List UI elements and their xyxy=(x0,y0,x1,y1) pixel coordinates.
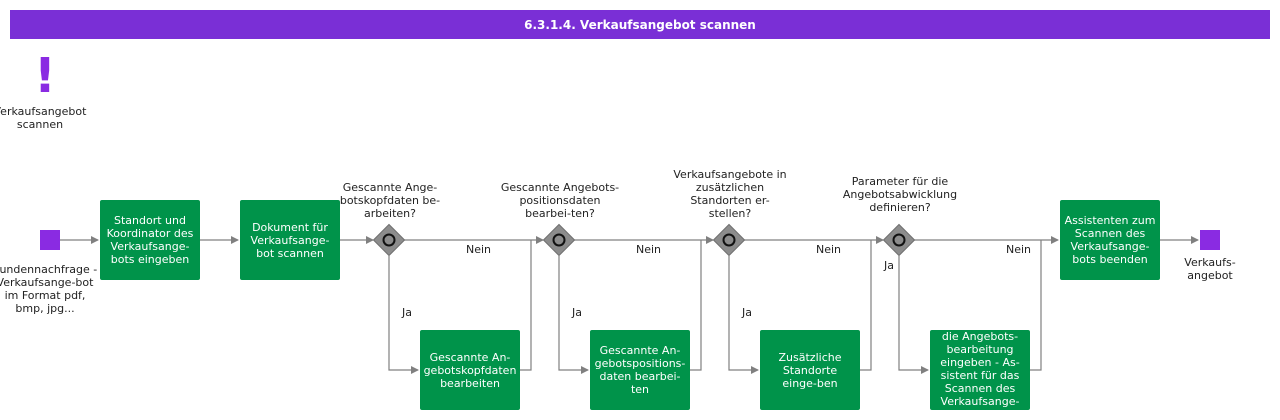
gateway-1-no-label: Nein xyxy=(466,243,492,256)
gateway-3-yes-label: Ja xyxy=(742,306,752,319)
start-event-label: Verkaufsangebot scannen xyxy=(0,105,87,131)
gateway-2-no-label: Nein xyxy=(636,243,662,256)
gateway-1 xyxy=(372,223,406,257)
gateway-4 xyxy=(882,223,916,257)
process-title: 6.3.1.4. Verkaufsangebot scannen xyxy=(524,17,756,32)
gateway-1-yes-label: Ja xyxy=(402,306,412,319)
end-terminal-label: Verkaufs-angebot xyxy=(1184,256,1236,282)
gateway-4-no-label: Nein xyxy=(1006,243,1032,256)
task-standort-koordinator[interactable]: Standort und Koordinator des Verkaufsang… xyxy=(100,200,200,280)
task-label: Gescannte An-gebotskopfdaten bearbeiten xyxy=(423,350,517,390)
task-assistent-beenden[interactable]: Assistenten zum Scannen des Verkaufsange… xyxy=(1060,200,1160,280)
gateway-1-question: Gescannte Ange-botskopfdaten be-arbeiten… xyxy=(339,181,441,220)
gateway-3 xyxy=(712,223,746,257)
connector-task6-merge xyxy=(1030,240,1042,371)
task-standorte-eingeben[interactable]: Zusätzliche Standorte einge-ben xyxy=(760,330,860,410)
connector-gw3-yes xyxy=(728,256,759,374)
exclamation-icon: ! xyxy=(34,48,56,104)
task-label: Dokument für Verkaufsange-bot scannen xyxy=(250,220,330,260)
gateway-3-no-label: Nein xyxy=(816,243,842,256)
task-dokument-scannen[interactable]: Dokument für Verkaufsange-bot scannen xyxy=(240,200,340,280)
gateway-2-yes-label: Ja xyxy=(572,306,582,319)
connector-gw1-yes xyxy=(388,256,419,374)
connector-gw2-yes xyxy=(558,256,589,374)
gateway-4-question: Parameter für die Angebotsabwicklung def… xyxy=(842,175,958,214)
start-terminal[interactable] xyxy=(40,230,60,250)
start-terminal-label: Kundennachfrage - Verkaufsange-bot im Fo… xyxy=(0,263,98,315)
gateway-2 xyxy=(542,223,576,257)
gateway-3-question: Verkaufsangebote in zusätzlichen Standor… xyxy=(673,168,787,220)
end-terminal[interactable] xyxy=(1200,230,1220,250)
connector-task3-merge xyxy=(520,240,532,371)
task-label: die Angebots-bearbeitung eingeben - As-s… xyxy=(940,330,1020,408)
task-label: Zusätzliche Standorte einge-ben xyxy=(778,350,842,390)
task-angebotskopfdaten-bearbeiten[interactable]: Gescannte An-gebotskopfdaten bearbeiten xyxy=(420,330,520,410)
task-label: Assistenten zum Scannen des Verkaufsange… xyxy=(1064,214,1156,266)
connector-task4-merge xyxy=(690,240,702,371)
connector-task5-merge xyxy=(860,240,872,371)
connector-gw4-yes xyxy=(898,256,929,374)
task-label: Gescannte An-gebotspositions-daten bearb… xyxy=(594,344,686,396)
gateway-2-question: Gescannte Angebots-positionsdaten bearbe… xyxy=(500,181,620,220)
task-label: Standort und Koordinator des Verkaufsang… xyxy=(106,214,194,266)
process-title-bar: 6.3.1.4. Verkaufsangebot scannen xyxy=(10,10,1270,39)
task-angebotsbearbeitung-eingeben[interactable]: die Angebots-bearbeitung eingeben - As-s… xyxy=(930,330,1030,410)
gateway-4-yes-label: Ja xyxy=(884,259,894,272)
task-positionsdaten-bearbeiten[interactable]: Gescannte An-gebotspositions-daten bearb… xyxy=(590,330,690,410)
